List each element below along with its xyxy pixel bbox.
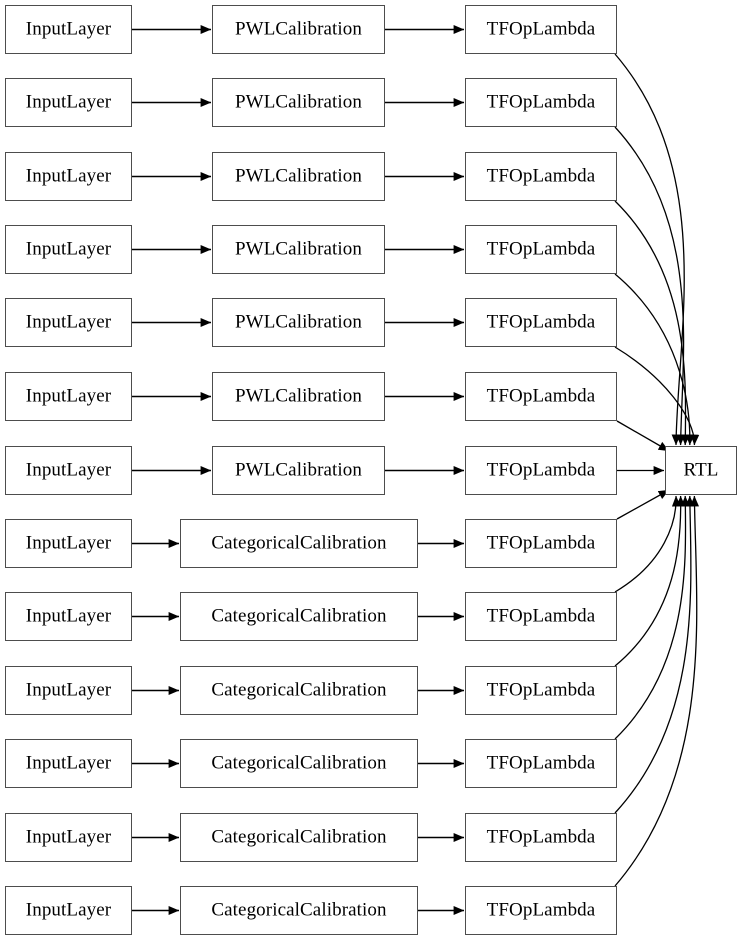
- node-lambda-9-label: TFOpLambda: [486, 679, 596, 701]
- node-input-layer-11[interactable]: InputLayer: [5, 813, 132, 862]
- node-input-layer-9-label: InputLayer: [25, 679, 112, 701]
- node-calibration-7[interactable]: CategoricalCalibration: [180, 519, 418, 568]
- node-input-layer-2[interactable]: InputLayer: [5, 152, 132, 201]
- node-calibration-9-label: CategoricalCalibration: [211, 679, 387, 701]
- node-lambda-1[interactable]: TFOpLambda: [465, 78, 617, 127]
- node-calibration-4[interactable]: PWLCalibration: [212, 298, 385, 347]
- node-lambda-0[interactable]: TFOpLambda: [465, 5, 617, 54]
- node-input-layer-6-label: InputLayer: [25, 459, 112, 481]
- node-output-rtl-label: RTL: [683, 459, 719, 481]
- node-calibration-12[interactable]: CategoricalCalibration: [180, 886, 418, 935]
- node-calibration-1[interactable]: PWLCalibration: [212, 78, 385, 127]
- node-calibration-8-label: CategoricalCalibration: [211, 605, 387, 627]
- node-calibration-12-label: CategoricalCalibration: [211, 899, 387, 921]
- node-lambda-4-label: TFOpLambda: [486, 311, 596, 333]
- node-input-layer-11-label: InputLayer: [25, 826, 112, 848]
- node-input-layer-10[interactable]: InputLayer: [5, 739, 132, 788]
- node-input-layer-5[interactable]: InputLayer: [5, 372, 132, 421]
- node-input-layer-0[interactable]: InputLayer: [5, 5, 132, 54]
- node-calibration-11-label: CategoricalCalibration: [211, 826, 387, 848]
- node-input-layer-4-label: InputLayer: [25, 311, 112, 333]
- node-lambda-3-label: TFOpLambda: [486, 238, 596, 260]
- node-calibration-5[interactable]: PWLCalibration: [212, 372, 385, 421]
- node-lambda-9[interactable]: TFOpLambda: [465, 666, 617, 715]
- node-calibration-7-label: CategoricalCalibration: [211, 532, 387, 554]
- node-input-layer-5-label: InputLayer: [25, 385, 112, 407]
- node-lambda-0-label: TFOpLambda: [486, 18, 596, 40]
- node-calibration-6-label: PWLCalibration: [235, 459, 362, 481]
- node-calibration-1-label: PWLCalibration: [235, 91, 362, 113]
- node-calibration-2-label: PWLCalibration: [235, 165, 362, 187]
- node-lambda-7[interactable]: TFOpLambda: [465, 519, 617, 568]
- node-calibration-8[interactable]: CategoricalCalibration: [180, 592, 418, 641]
- node-calibration-0-label: PWLCalibration: [235, 18, 362, 40]
- node-lambda-3[interactable]: TFOpLambda: [465, 225, 617, 274]
- node-calibration-3-label: PWLCalibration: [235, 238, 362, 260]
- node-calibration-4-label: PWLCalibration: [235, 311, 362, 333]
- node-lambda-5-label: TFOpLambda: [486, 385, 596, 407]
- node-input-layer-8[interactable]: InputLayer: [5, 592, 132, 641]
- node-input-layer-1-label: InputLayer: [25, 91, 112, 113]
- node-lambda-4[interactable]: TFOpLambda: [465, 298, 617, 347]
- node-input-layer-2-label: InputLayer: [25, 165, 112, 187]
- node-lambda-5[interactable]: TFOpLambda: [465, 372, 617, 421]
- node-input-layer-7[interactable]: InputLayer: [5, 519, 132, 568]
- node-calibration-6[interactable]: PWLCalibration: [212, 446, 385, 495]
- node-input-layer-12-label: InputLayer: [25, 899, 112, 921]
- node-calibration-5-label: PWLCalibration: [235, 385, 362, 407]
- node-input-layer-1[interactable]: InputLayer: [5, 78, 132, 127]
- node-lambda-1-label: TFOpLambda: [486, 91, 596, 113]
- node-input-layer-3[interactable]: InputLayer: [5, 225, 132, 274]
- node-lambda-7-label: TFOpLambda: [486, 532, 596, 554]
- node-lambda-2[interactable]: TFOpLambda: [465, 152, 617, 201]
- node-input-layer-3-label: InputLayer: [25, 238, 112, 260]
- node-input-layer-10-label: InputLayer: [25, 752, 112, 774]
- node-input-layer-7-label: InputLayer: [25, 532, 112, 554]
- node-calibration-2[interactable]: PWLCalibration: [212, 152, 385, 201]
- node-lambda-6[interactable]: TFOpLambda: [465, 446, 617, 495]
- node-calibration-11[interactable]: CategoricalCalibration: [180, 813, 418, 862]
- node-calibration-10-label: CategoricalCalibration: [211, 752, 387, 774]
- node-input-layer-0-label: InputLayer: [25, 18, 112, 40]
- node-lambda-11[interactable]: TFOpLambda: [465, 813, 617, 862]
- node-input-layer-9[interactable]: InputLayer: [5, 666, 132, 715]
- node-lambda-6-label: TFOpLambda: [486, 459, 596, 481]
- node-input-layer-8-label: InputLayer: [25, 605, 112, 627]
- node-calibration-9[interactable]: CategoricalCalibration: [180, 666, 418, 715]
- node-output-rtl[interactable]: RTL: [665, 446, 737, 495]
- node-lambda-12-label: TFOpLambda: [486, 899, 596, 921]
- node-lambda-12[interactable]: TFOpLambda: [465, 886, 617, 935]
- node-lambda-8-label: TFOpLambda: [486, 605, 596, 627]
- node-lambda-10[interactable]: TFOpLambda: [465, 739, 617, 788]
- node-input-layer-4[interactable]: InputLayer: [5, 298, 132, 347]
- node-lambda-10-label: TFOpLambda: [486, 752, 596, 774]
- node-calibration-3[interactable]: PWLCalibration: [212, 225, 385, 274]
- node-lambda-2-label: TFOpLambda: [486, 165, 596, 187]
- node-lambda-11-label: TFOpLambda: [486, 826, 596, 848]
- node-calibration-10[interactable]: CategoricalCalibration: [180, 739, 418, 788]
- node-calibration-0[interactable]: PWLCalibration: [212, 5, 385, 54]
- node-lambda-8[interactable]: TFOpLambda: [465, 592, 617, 641]
- node-input-layer-6[interactable]: InputLayer: [5, 446, 132, 495]
- node-input-layer-12[interactable]: InputLayer: [5, 886, 132, 935]
